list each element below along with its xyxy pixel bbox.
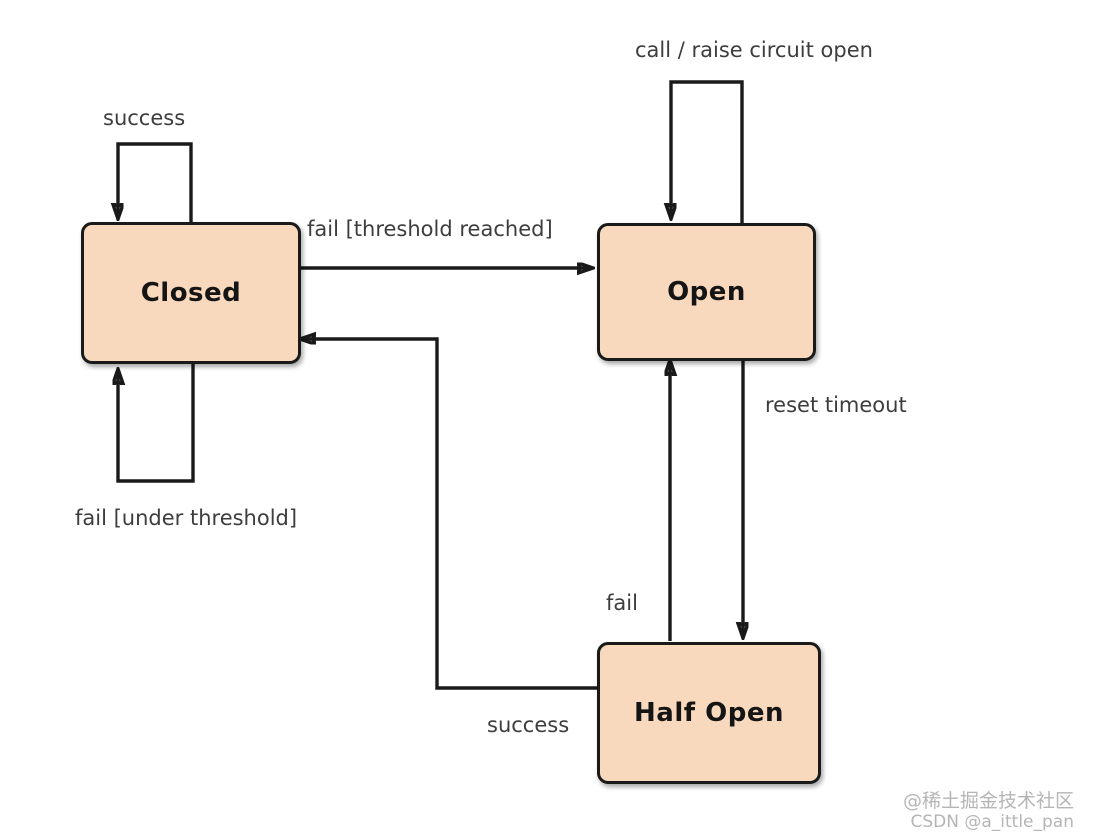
edge-closed-self-success: [118, 142, 193, 223]
edge-halfopen-to-closed-success: [301, 339, 597, 690]
state-open: Open: [597, 223, 816, 361]
edge-label-halfopen-to-open: fail: [606, 591, 638, 615]
edge-closed-self-fail-under: [118, 360, 195, 483]
edge-label-halfopen-to-closed: success: [487, 713, 570, 737]
state-half-open-label: Half Open: [634, 698, 784, 728]
edge-label-closed-self-success: success: [103, 106, 186, 130]
state-closed: Closed: [81, 222, 301, 364]
edge-label-closed-to-open: fail [threshold reached]: [307, 217, 553, 241]
state-closed-label: Closed: [140, 278, 242, 308]
state-open-label: Open: [667, 277, 746, 307]
state-half-open: Half Open: [597, 642, 821, 784]
edge-label-open-to-halfopen: reset timeout: [765, 393, 907, 417]
edge-label-open-self-call-raise: call / raise circuit open: [635, 38, 873, 62]
edge-open-self-call-raise: [671, 80, 744, 224]
edge-label-closed-self-fail-under: fail [under threshold]: [75, 506, 298, 530]
